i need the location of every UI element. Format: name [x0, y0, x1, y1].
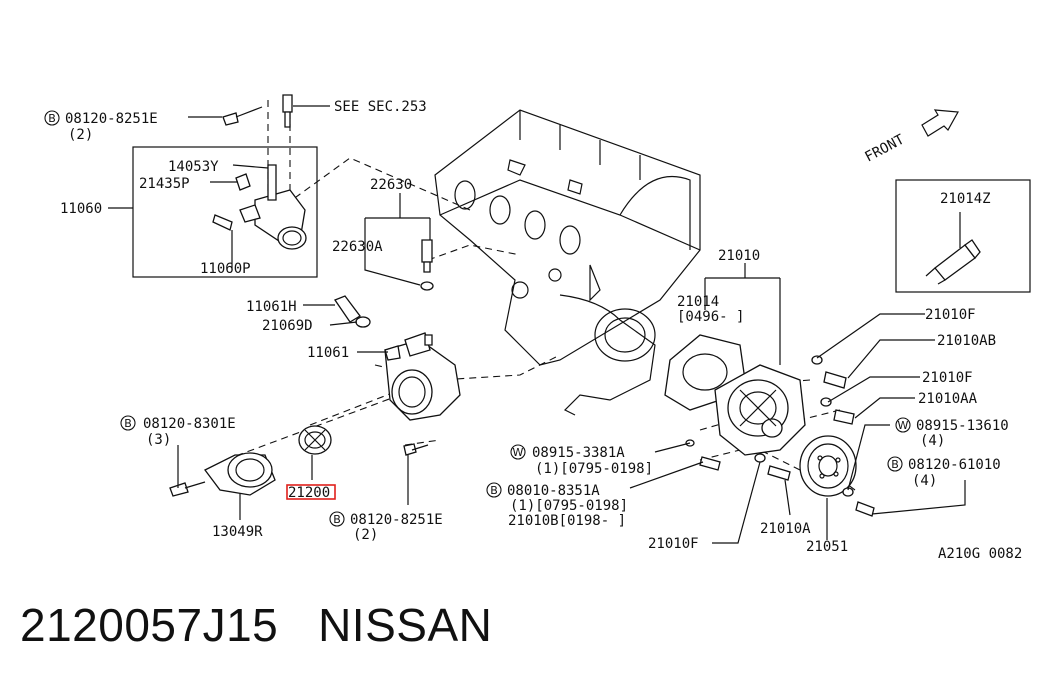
part-label[interactable]: 21010AA	[918, 391, 978, 407]
date-range-label: (1)[0795-0198]	[535, 461, 653, 477]
water-outlet-drawing	[384, 332, 461, 421]
part-label[interactable]: 21435P	[139, 176, 190, 192]
part-labels: 08120-8251E (2) SEE SEC.253 14053Y 21435…	[60, 99, 1022, 562]
quantity-label: (4)	[912, 473, 937, 489]
front-arrow-icon	[921, 109, 959, 137]
part-label[interactable]: 13049R	[212, 524, 263, 540]
quantity-label: (3)	[146, 432, 171, 448]
pump-hardware-drawing	[685, 355, 875, 517]
thermostat-housing-group-box	[132, 146, 318, 278]
highlight-box-21200	[286, 484, 336, 500]
part-label[interactable]: 08010-8351A	[507, 483, 600, 499]
leader-lines	[108, 105, 966, 544]
part-label[interactable]: 11060P	[200, 261, 251, 277]
part-label[interactable]: 21010A	[760, 521, 811, 537]
dashed-leaders	[224, 100, 856, 491]
bolt-symbol-icon: B	[329, 511, 345, 527]
diagram-code: A210G 0082	[938, 546, 1022, 562]
part-label[interactable]: 21069D	[262, 318, 313, 334]
part-label[interactable]: 08120-8301E	[143, 416, 236, 432]
front-label: FRONT	[862, 131, 907, 165]
part-label[interactable]: 08120-8251E	[65, 111, 158, 127]
quantity-label: (2)	[353, 527, 378, 543]
part-label[interactable]: 21010AB	[937, 333, 996, 349]
part-label[interactable]: 21014Z	[940, 191, 991, 207]
bolt-symbol-icon: B	[44, 110, 60, 126]
part-label[interactable]: 22630A	[332, 239, 383, 255]
date-range-label: (1)[0795-0198]	[510, 498, 628, 514]
sealant-group-box	[895, 179, 1031, 293]
part-label[interactable]: 11061H	[246, 299, 297, 315]
washer-symbol-icon: W	[895, 417, 911, 433]
part-label[interactable]: 21010B[0198- ]	[508, 513, 626, 529]
part-label[interactable]: SEE SEC.253	[334, 99, 427, 115]
thermostat-drawing	[298, 425, 332, 455]
part-label[interactable]: 21010	[718, 248, 760, 264]
part-label[interactable]: 22630	[370, 177, 412, 193]
thermostat-housing-drawing	[212, 164, 307, 250]
svg-text:W: W	[898, 419, 909, 432]
svg-text:W: W	[513, 446, 524, 459]
part-label[interactable]: 21014	[677, 294, 719, 310]
part-label[interactable]: 11060	[60, 201, 102, 217]
bolt-bottom-drawing	[403, 443, 429, 456]
sealant-tube-drawing	[925, 239, 981, 285]
washer-symbol-icon: W	[510, 444, 526, 460]
hose-11061H-drawing	[334, 295, 371, 328]
water-temp-sensor-drawing	[420, 239, 434, 291]
part-label[interactable]: 21051	[806, 539, 848, 555]
svg-text:B: B	[48, 112, 56, 125]
water-pump-drawing	[714, 364, 806, 456]
svg-text:B: B	[333, 513, 341, 526]
svg-text:B: B	[891, 458, 899, 471]
quantity-label: (2)	[68, 127, 93, 143]
pulley-drawing	[799, 435, 857, 497]
bolt-symbol-icon: B	[486, 482, 502, 498]
bolt-symbol-icon: B	[887, 456, 903, 472]
part-label[interactable]: 08915-13610	[916, 418, 1009, 434]
water-inlet-drawing	[169, 452, 276, 497]
svg-text:B: B	[124, 417, 132, 430]
engine-block-drawing	[434, 109, 701, 416]
bolt-symbol-icon: B	[120, 415, 136, 431]
part-label[interactable]: 08120-8251E	[350, 512, 443, 528]
part-label[interactable]: 21010F	[925, 307, 976, 323]
part-label-highlighted[interactable]: 21200	[288, 485, 330, 501]
part-label[interactable]: 11061	[307, 345, 349, 361]
part-label[interactable]: 08120-61010	[908, 457, 1001, 473]
part-label[interactable]: 21010F	[922, 370, 973, 386]
part-number-caption: 2120057J15 NISSAN	[20, 599, 493, 651]
top-bolt-drawing	[222, 106, 263, 126]
part-label[interactable]: 21010F	[648, 536, 699, 552]
sensor-253-drawing	[282, 94, 293, 128]
quantity-label: (4)	[920, 433, 945, 449]
part-label[interactable]: 08915-3381A	[532, 445, 625, 461]
svg-text:B: B	[490, 484, 498, 497]
part-label[interactable]: 14053Y	[168, 159, 219, 175]
date-range-label: [0496- ]	[677, 309, 744, 325]
